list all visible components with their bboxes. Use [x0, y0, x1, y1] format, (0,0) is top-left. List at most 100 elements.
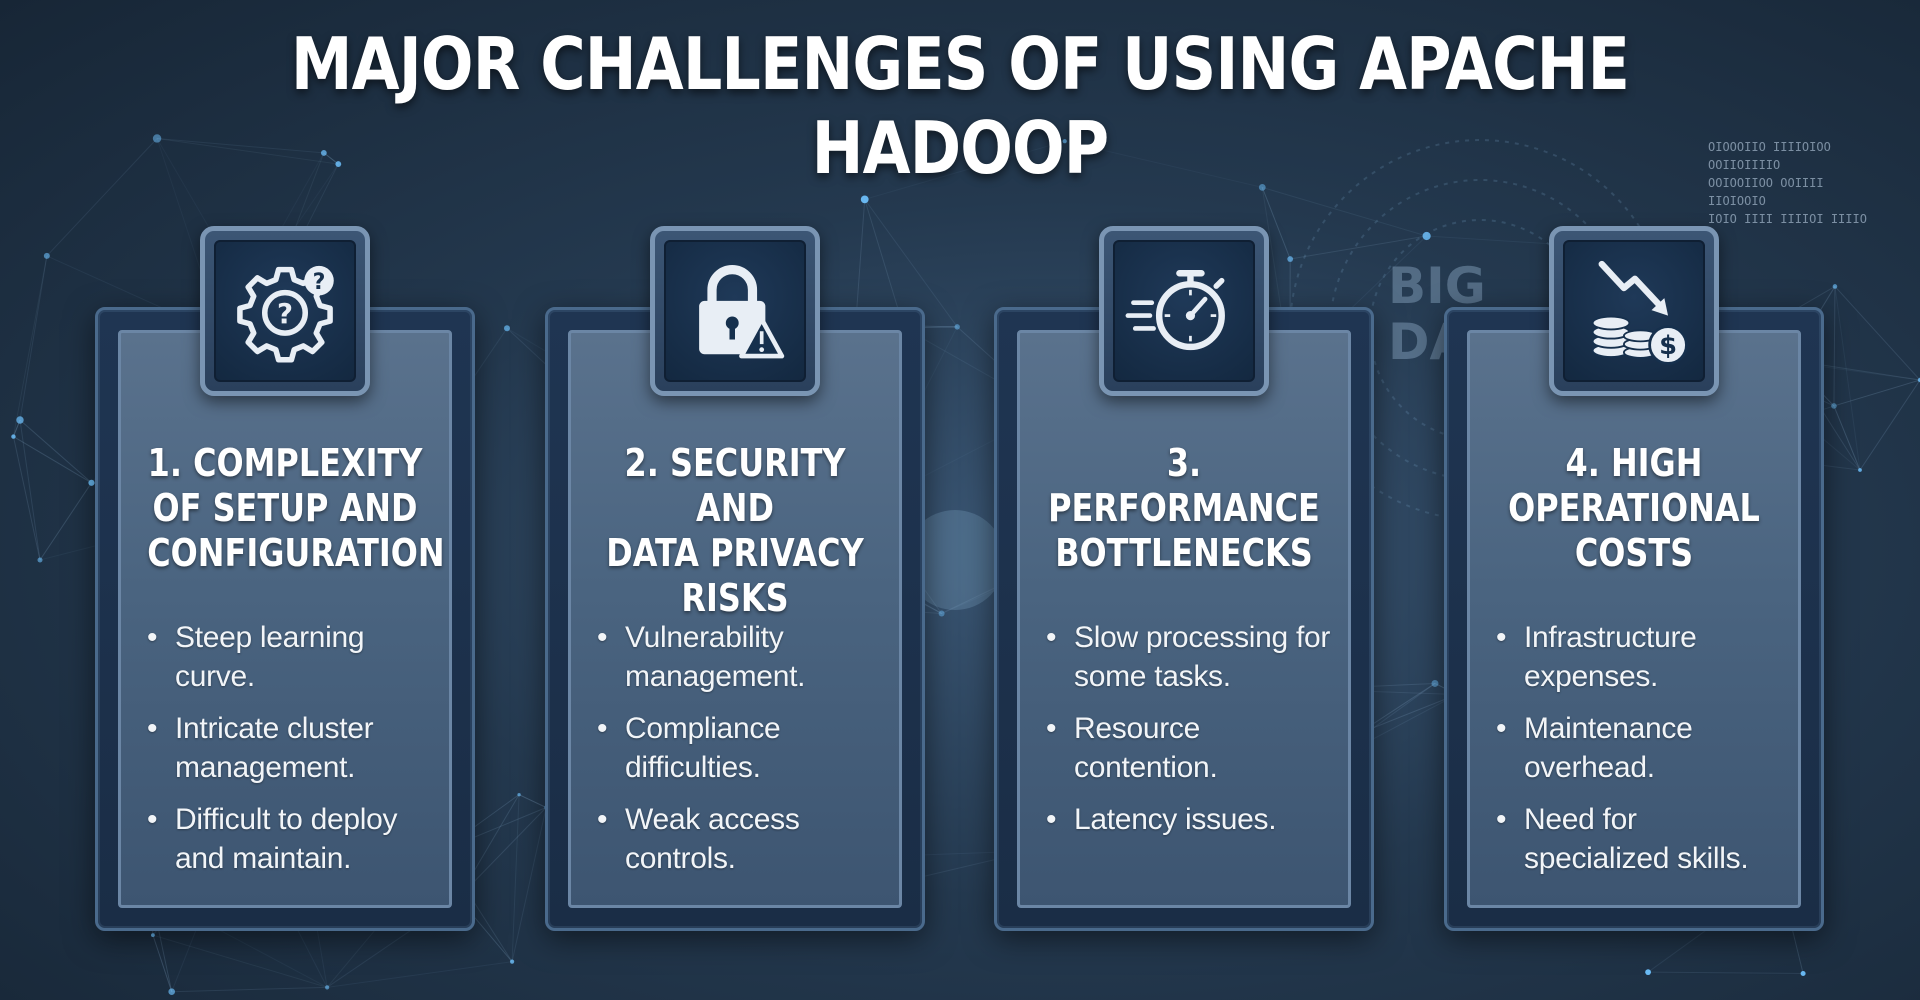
card-heading: 4. HIGH OPERATIONAL COSTS [1508, 441, 1760, 575]
network-node [509, 959, 515, 964]
network-node [1800, 970, 1806, 976]
svg-text:?: ? [277, 297, 293, 330]
network-line [323, 152, 339, 165]
bullet-item: Need for specialized skills. [1496, 800, 1788, 878]
network-line [1357, 694, 1458, 735]
network-line [171, 986, 328, 993]
network-node [37, 557, 43, 563]
network-node [1062, 139, 1067, 144]
network-node [11, 434, 16, 439]
network-line [12, 436, 41, 561]
network-line [1834, 286, 1920, 381]
network-line [1833, 379, 1920, 407]
network-line [1833, 405, 1861, 471]
network-line [19, 419, 92, 484]
network-line [511, 794, 520, 962]
network-node [43, 252, 50, 259]
bullet-list: Slow processing for some tasks. Resource… [1046, 618, 1338, 852]
icon-frame: $ [1549, 226, 1719, 396]
binary-watermark: OIOOOIIO IIIIOIOO OOIIOIIIIO OOIOOIIOO O… [1708, 140, 1867, 226]
network-node [1645, 969, 1651, 976]
stopwatch-icon [1113, 240, 1255, 382]
challenge-card-performance: 3. PERFORMANCE BOTTLENECKS Slow processi… [994, 226, 1374, 931]
bullet-item: Difficult to deploy and maintain. [147, 800, 439, 878]
network-line [39, 482, 92, 561]
icon-frame [650, 226, 820, 396]
coins-down-arrow-icon: $ [1563, 240, 1705, 382]
network-line [864, 140, 1065, 200]
network-line [1064, 140, 1263, 188]
network-line [156, 137, 339, 165]
card-heading: 3. PERFORMANCE BOTTLENECKS [1048, 441, 1320, 575]
padlock-warning-icon [664, 240, 806, 382]
bullet-item: Slow processing for some tasks. [1046, 618, 1338, 696]
network-node [335, 161, 342, 167]
network-line [518, 794, 547, 808]
network-node [168, 988, 176, 995]
page-title: MAJOR CHALLENGES OF USING APACHE HADOOP [290, 22, 1630, 190]
network-node [151, 933, 155, 937]
bullet-item: Steep learning curve. [147, 618, 439, 696]
network-node [325, 985, 330, 990]
network-node [88, 479, 95, 486]
network-node [1431, 679, 1439, 687]
network-line [46, 138, 158, 257]
card-heading: 1. COMPLEXITY OF SETUP AND CONFIGURATION [147, 441, 445, 575]
bullet-item: Compliance difficulties. [597, 709, 889, 787]
network-line [1859, 379, 1920, 471]
network-line [855, 199, 866, 325]
network-line [864, 199, 958, 328]
bullet-item: Intricate cluster management. [147, 709, 439, 787]
bullet-item: Infrastructure expenses. [1496, 618, 1788, 696]
card-panel: 2. SECURITY AND DATA PRIVACY RISKS Vulne… [568, 330, 902, 908]
network-node [938, 610, 945, 617]
card-panel: 4. HIGH OPERATIONAL COSTS Infrastructure… [1467, 330, 1801, 908]
gear-question-icon: ? ? [214, 240, 356, 382]
network-line [13, 436, 92, 484]
network-line [12, 255, 48, 437]
network-line [19, 419, 41, 561]
network-line [1262, 186, 1427, 237]
bullet-item: Resource contention. [1046, 709, 1338, 787]
center-glow [905, 510, 1005, 610]
card-heading: 2. SECURITY AND DATA PRIVACY RISKS [606, 441, 864, 620]
network-node [16, 416, 24, 424]
network-node [320, 150, 327, 156]
svg-text:$: $ [1659, 331, 1677, 361]
svg-text:?: ? [313, 270, 326, 295]
network-line [152, 934, 173, 992]
network-line [1648, 971, 1804, 974]
network-node [1917, 377, 1920, 383]
network-line [152, 934, 328, 988]
network-line [1290, 235, 1427, 260]
network-node [1258, 183, 1266, 191]
bullet-list: Vulnerability management. Compliance dif… [597, 618, 889, 891]
big-data-line-1: BIG [1388, 257, 1486, 315]
network-line [157, 137, 324, 154]
bullet-item: Latency issues. [1046, 800, 1338, 839]
network-node [1422, 231, 1431, 241]
bullet-item: Weak access controls. [597, 800, 889, 878]
icon-frame [1099, 226, 1269, 396]
network-line [19, 255, 48, 421]
challenge-card-complexity: 1. COMPLEXITY OF SETUP AND CONFIGURATION… [95, 226, 475, 931]
bullet-list: Infrastructure expenses. Maintenance ove… [1496, 618, 1788, 891]
card-panel: 1. COMPLEXITY OF SETUP AND CONFIGURATION… [118, 330, 452, 908]
network-node [1831, 403, 1837, 409]
challenge-card-costs: 4. HIGH OPERATIONAL COSTS Infrastructure… [1444, 226, 1824, 931]
network-line [511, 807, 547, 962]
network-node [860, 195, 869, 204]
bullet-list: Steep learning curve. Intricate cluster … [147, 618, 439, 891]
challenge-card-security: 2. SECURITY AND DATA PRIVACY RISKS Vulne… [545, 226, 925, 931]
network-line [1834, 286, 1861, 471]
network-node [1832, 284, 1838, 289]
card-panel: 3. PERFORMANCE BOTTLENECKS Slow processi… [1017, 330, 1351, 908]
network-node [1858, 468, 1862, 472]
network-node [1287, 256, 1294, 262]
bullet-item: Maintenance overhead. [1496, 709, 1788, 787]
network-node [954, 324, 960, 330]
network-node [152, 134, 162, 143]
network-node [503, 325, 510, 332]
network-line [327, 961, 513, 988]
network-node [517, 792, 521, 797]
